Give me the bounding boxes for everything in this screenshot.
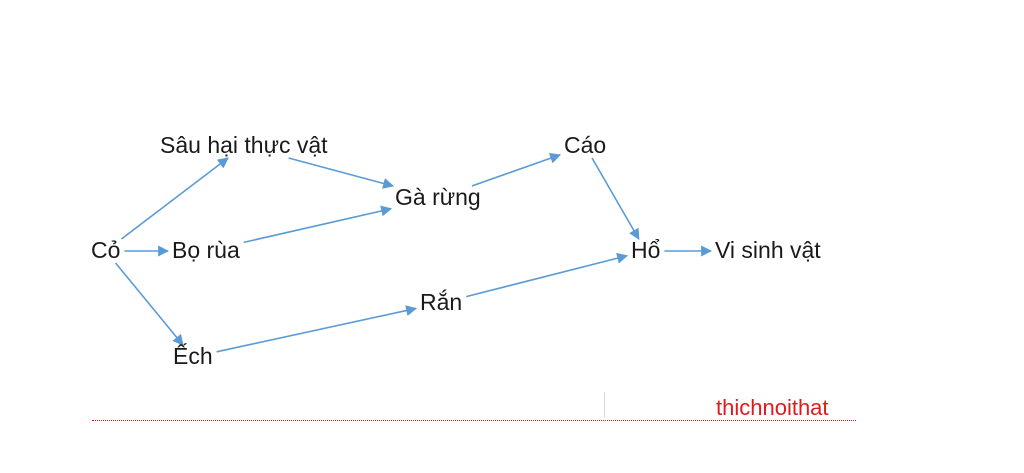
arrow-ga-to-cao xyxy=(471,152,562,187)
watermark-underline xyxy=(92,420,856,421)
node-vi-sinh-vat: Vi sinh vật xyxy=(715,237,821,263)
arrow-bo-to-ga xyxy=(243,205,393,244)
node-co: Cỏ xyxy=(91,237,121,263)
vertical-divider xyxy=(604,392,605,418)
node-ech: Ếch xyxy=(173,343,213,369)
arrow-co-to-sau xyxy=(120,157,229,240)
arrow-ech-to-ran xyxy=(216,305,418,353)
node-ran: Rắn xyxy=(420,289,463,315)
watermark-text: thichnoithat xyxy=(716,395,829,420)
arrow-sau-to-ga xyxy=(288,157,395,189)
node-bo-rua: Bọ rùa xyxy=(172,237,240,263)
node-ga-rung: Gà rừng xyxy=(395,184,481,210)
node-ho: Hổ xyxy=(631,237,661,263)
arrow-cao-to-ho xyxy=(591,157,640,240)
node-cao: Cáo xyxy=(564,132,607,158)
arrow-co-to-ech xyxy=(114,262,184,346)
node-sau-hai-thuc-vat: Sâu hại thực vật xyxy=(160,132,328,158)
arrow-ran-to-ho xyxy=(466,252,629,298)
